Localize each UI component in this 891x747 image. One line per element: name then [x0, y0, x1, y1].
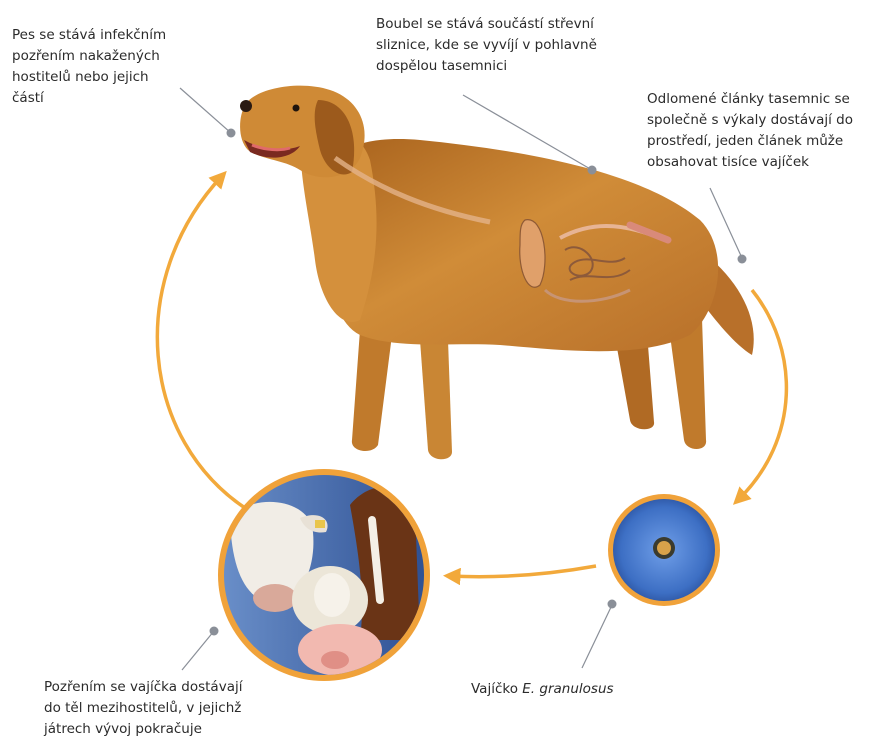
label-gut-development: Boubel se stává součástí střevní sliznic…: [376, 14, 597, 77]
label-line: Pozřením se vajíčka dostávají: [44, 677, 242, 698]
label-line: pozřením nakažených: [12, 46, 166, 67]
label-line: prostředí, jeden článek může: [647, 131, 853, 152]
label-egg: Vajíčko E. granulosus: [471, 679, 614, 700]
label-line: obsahovat tisíce vajíček: [647, 152, 853, 173]
label-line: játrech vývoj pokračuje: [44, 719, 242, 740]
cycle-arrow-left: [157, 176, 248, 510]
label-line: hostitelů nebo jejich: [12, 67, 166, 88]
label-line: společně s výkaly dostávají do: [647, 110, 853, 131]
label-intermediate-hosts: Pozřením se vajíčka dostávají do těl mez…: [44, 677, 242, 740]
label-line: Odlomené články tasemnic se: [647, 89, 853, 110]
hosts-icon: [218, 469, 430, 681]
label-line: do těl mezihostitelů, v jejichž: [44, 698, 242, 719]
label-line: Pes se stává infekčním: [12, 25, 166, 46]
pointer-dog-infection: [180, 88, 236, 138]
label-line: částí: [12, 88, 166, 109]
label-segments-release: Odlomené články tasemnic se společně s v…: [647, 89, 853, 173]
label-line: Vajíčko E. granulosus: [471, 679, 614, 700]
cycle-arrow-bottom: [450, 566, 596, 577]
egg-species-name: E. granulosus: [522, 681, 613, 697]
label-dog-infection: Pes se stává infekčním pozřením nakažený…: [12, 25, 166, 109]
label-line: dospělou tasemnici: [376, 56, 597, 77]
label-line: sliznice, kde se vyvíjí v pohlavně: [376, 35, 597, 56]
pointer-egg: [582, 600, 617, 669]
label-line: Boubel se stává součástí střevní: [376, 14, 597, 35]
egg-icon: [608, 494, 720, 606]
egg-label-prefix: Vajíčko: [471, 681, 522, 697]
pointer-intermediate-hosts: [182, 627, 219, 671]
